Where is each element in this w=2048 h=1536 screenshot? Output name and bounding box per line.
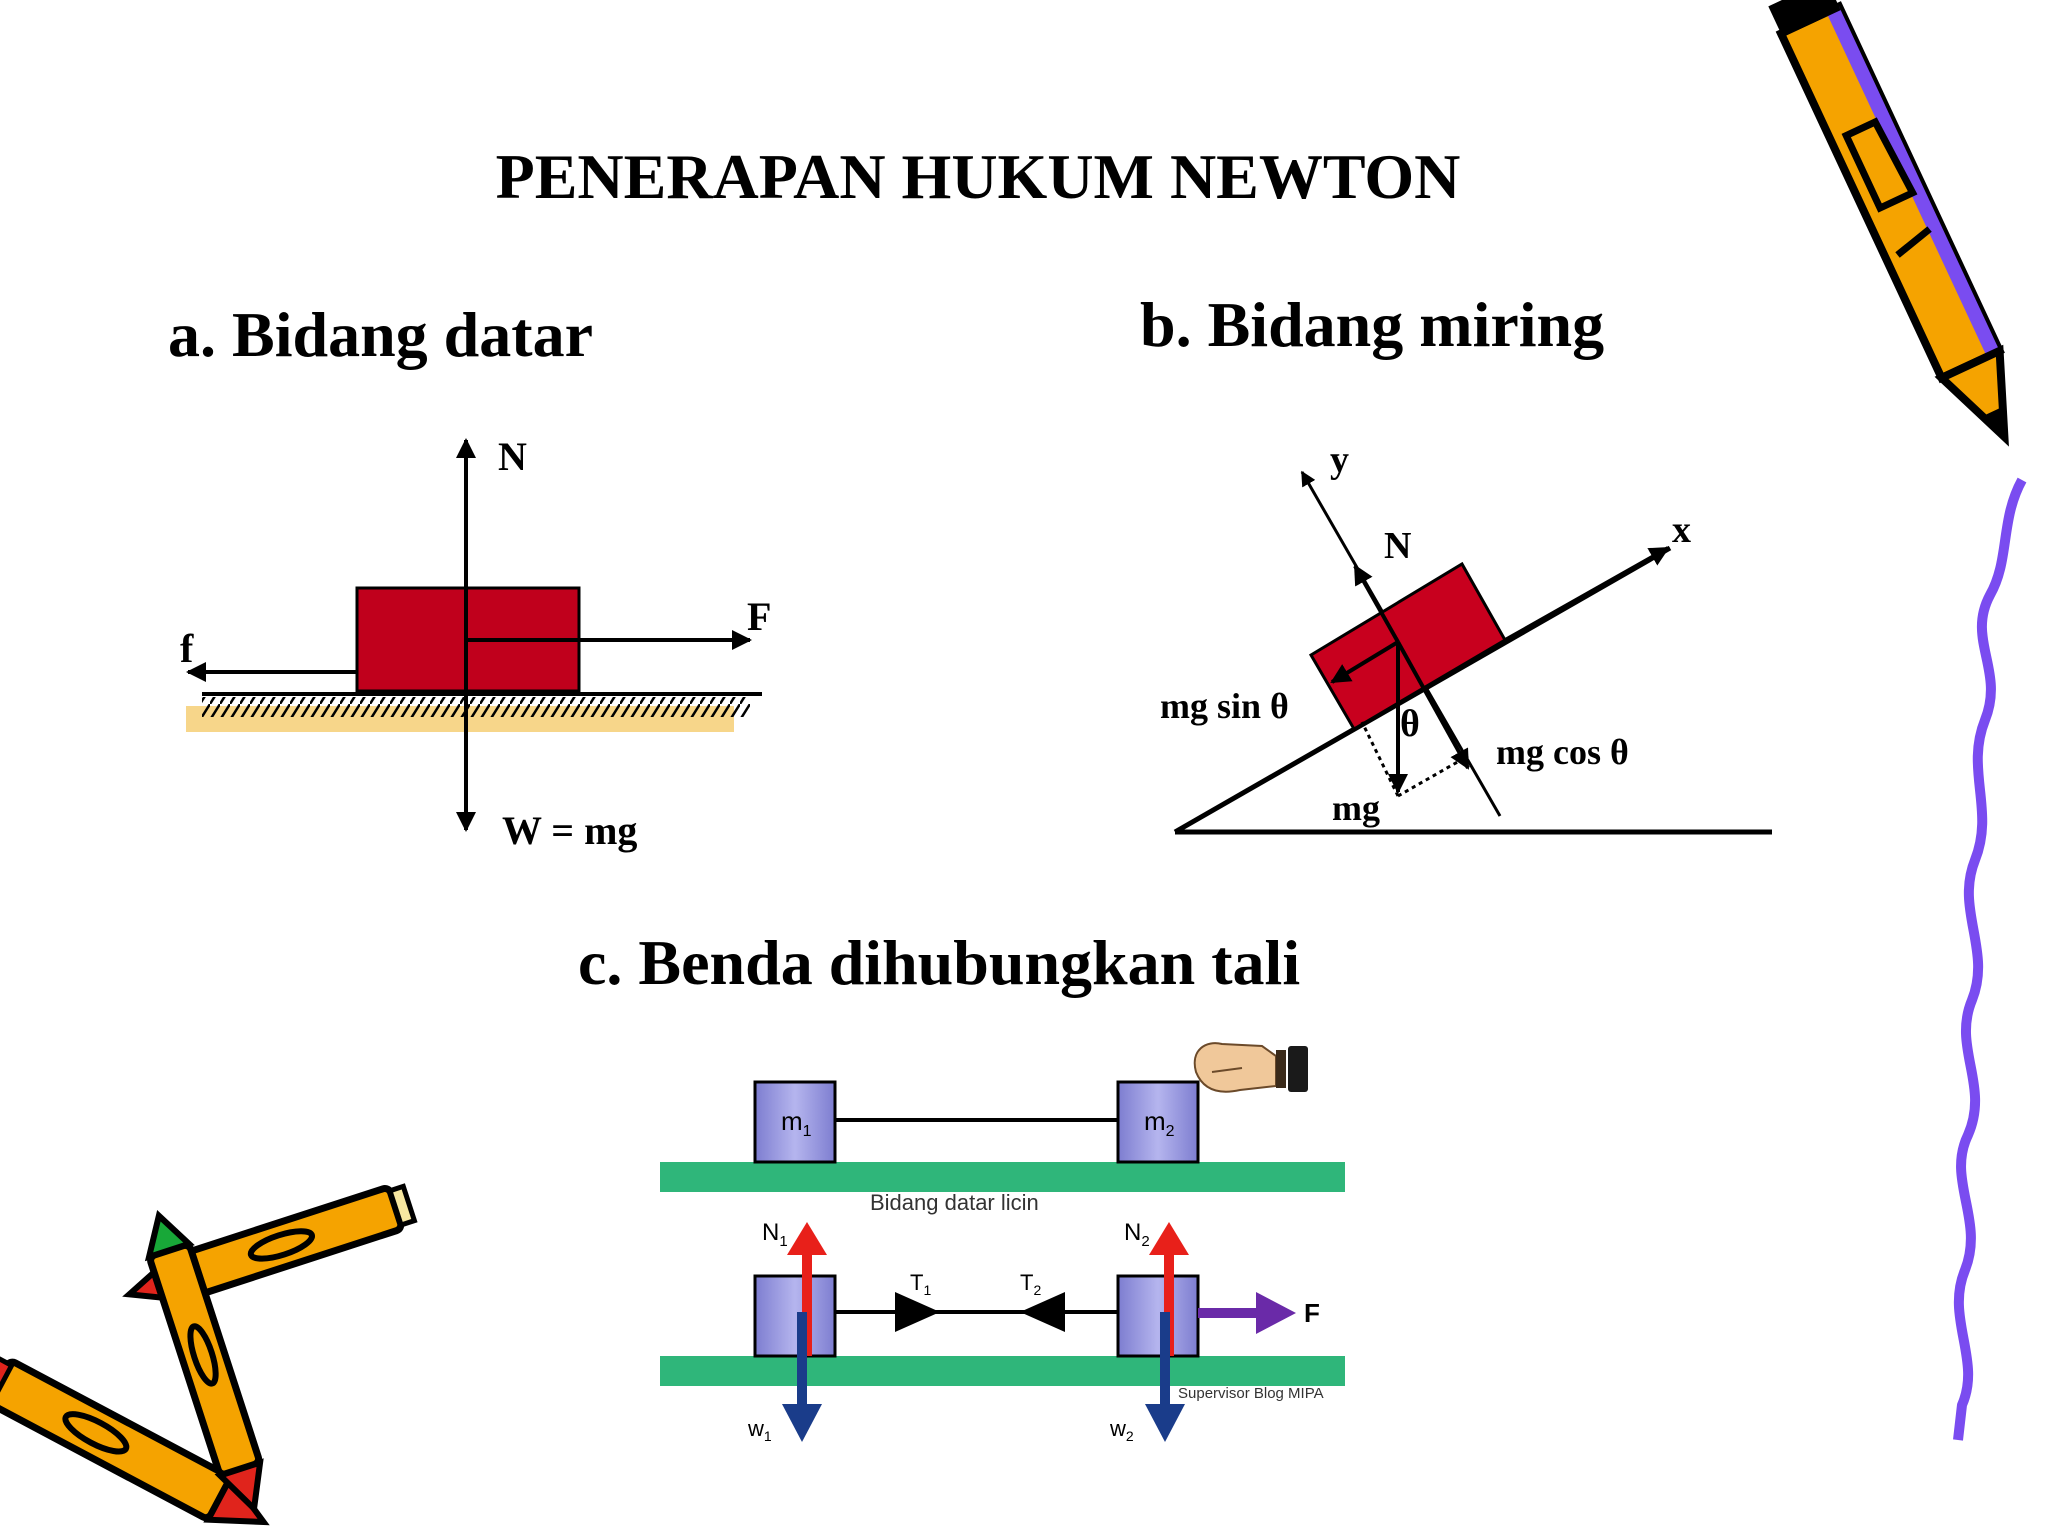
section-a-heading: a. Bidang datar [168, 299, 593, 370]
mg-cos-arrow [1396, 641, 1470, 770]
surface-label: Bidang datar licin [870, 1190, 1039, 1215]
label-F: F [747, 594, 771, 639]
label-N1: N1 [762, 1219, 788, 1250]
block-2 [1116, 1274, 1200, 1358]
block [1308, 561, 1508, 732]
wavy-line-decoration [1953, 477, 2027, 1441]
crayon-icon [144, 1210, 264, 1516]
dotted-projection [1360, 721, 1400, 797]
label-N: N [498, 434, 527, 479]
W1-arrowhead [782, 1404, 822, 1442]
label-N: N [1384, 525, 1411, 567]
block-m2 [1116, 1080, 1200, 1164]
surface-top [660, 1162, 1345, 1192]
diagram-inclined-plane: y x N mg sin θ θ mg cos θ mg [1160, 439, 1772, 835]
label-T1: T1 [910, 1270, 931, 1298]
dotted-projection [1397, 754, 1469, 798]
ground-hatch [202, 697, 750, 717]
label-mg-cos: mg cos θ [1496, 732, 1629, 772]
label-weight: W = mg [502, 808, 637, 853]
weight-W2 [1160, 1312, 1170, 1410]
label-T2: T2 [1020, 1270, 1041, 1298]
diagram-flat-plane: N F f W = mg [180, 434, 771, 853]
hand-icon [1193, 1042, 1308, 1093]
label-mg-sin: mg sin θ [1160, 686, 1289, 726]
pencil-icon [1768, 0, 2009, 447]
label-theta: θ [1400, 703, 1420, 745]
x-axis-arrow [1499, 546, 1670, 645]
surface-bottom [660, 1356, 1345, 1386]
mg-sin-arrow [1330, 640, 1400, 684]
label-mg: mg [1332, 788, 1380, 828]
normal-force-N2 [1164, 1252, 1174, 1356]
applied-force-F [1198, 1308, 1258, 1318]
label-f: f [180, 626, 194, 671]
label-x: x [1672, 509, 1691, 551]
block-m1 [753, 1080, 837, 1164]
label-W1: w1 [747, 1416, 772, 1444]
label-N2: N2 [1124, 1219, 1150, 1250]
watermark: Supervisor Blog MIPA [1178, 1385, 1324, 1402]
section-c-heading: c. Benda dihubungkan tali [578, 927, 1300, 998]
N1-arrowhead [787, 1222, 827, 1255]
label-m2: m2 [1144, 1106, 1175, 1140]
weight-W1 [797, 1312, 807, 1410]
diagram-connected-blocks: m1 m2 Bidang datar licin N1 [660, 1042, 1345, 1444]
crayon-icon [0, 1351, 270, 1526]
tension-T2-arrow [1020, 1292, 1065, 1332]
N2-arrowhead [1149, 1222, 1189, 1255]
F-arrowhead [1256, 1292, 1296, 1334]
block-1 [753, 1274, 837, 1358]
tension-T1-arrow [895, 1292, 940, 1332]
normal-force-N1 [802, 1252, 812, 1356]
label-F: F [1304, 1298, 1320, 1328]
label-W2: w2 [1109, 1416, 1134, 1444]
section-b-heading: b. Bidang miring [1140, 289, 1604, 360]
label-y: y [1330, 439, 1349, 481]
normal-force-arrow [1353, 564, 1400, 643]
label-m1: m1 [781, 1106, 812, 1140]
page-title: PENERAPAN HUKUM NEWTON [496, 141, 1461, 212]
W2-arrowhead [1145, 1404, 1185, 1442]
